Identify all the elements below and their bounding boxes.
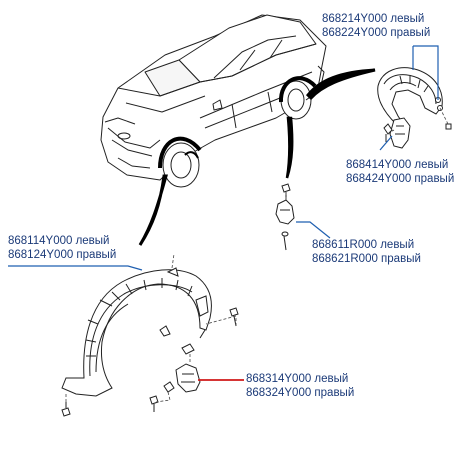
car-illustration xyxy=(100,14,327,188)
part-number-right: 868621R000 правый xyxy=(312,253,421,265)
rear-mud-guard xyxy=(383,117,452,149)
label-front-mud-guard: 868314Y000 левый 868324Y000 правый xyxy=(246,372,354,400)
part-number-left: 868214Y000 левый xyxy=(322,13,425,25)
part-number-right: 868124Y000 правый xyxy=(8,249,117,261)
part-number-left: 868611R000 левый xyxy=(312,239,415,251)
label-rear-wheel-liner: 868214Y000 левый 868224Y000 правый xyxy=(322,12,430,40)
front-mud-guard xyxy=(163,343,201,393)
part-number-left: 868414Y000 левый xyxy=(346,159,449,171)
label-bracket: 868611R000 левый 868621R000 правый xyxy=(312,238,421,266)
part-number-right: 868424Y000 правый xyxy=(346,173,455,185)
front-wheel-liner xyxy=(61,267,212,397)
part-number-left: 868114Y000 левый xyxy=(8,235,110,247)
part-number-left: 868314Y000 левый xyxy=(246,373,349,385)
label-front-wheel-liner: 868114Y000 левый 868124Y000 правый xyxy=(8,234,116,262)
bracket-part xyxy=(275,183,295,251)
rear-wheel-liner xyxy=(377,67,443,125)
leader-lines xyxy=(8,45,439,381)
assembly-dashed-lines xyxy=(65,107,449,403)
label-rear-mud-guard: 868414Y000 левый 868424Y000 правый xyxy=(346,158,454,186)
callout-sweeps xyxy=(138,68,376,246)
part-number-right: 868324Y000 правый xyxy=(246,387,355,399)
part-number-right: 868224Y000 правый xyxy=(322,27,431,39)
